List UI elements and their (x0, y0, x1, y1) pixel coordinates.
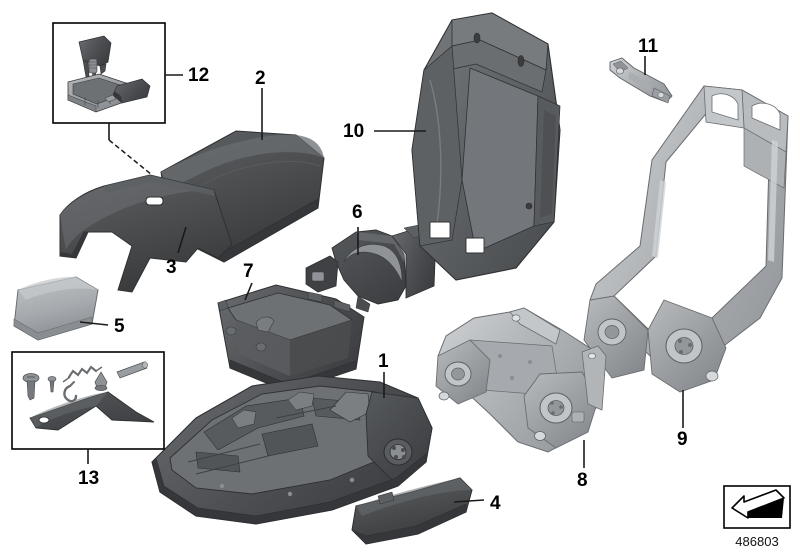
leader-line-5 (79, 321, 109, 326)
spring-part (62, 365, 103, 383)
callout-number-13: 13 (78, 468, 99, 489)
diagram-id-label: 486803 (735, 534, 778, 549)
bent-plate (29, 391, 155, 431)
part-11-latch-linkage-bracket: 11 (609, 36, 673, 104)
part-5-end-cap: 5 (13, 276, 125, 341)
screw-fastener (22, 373, 40, 401)
bracket-pivot-hub (523, 371, 599, 449)
callout-number-9: 9 (677, 429, 688, 450)
callout-number-1: 1 (378, 351, 389, 372)
frame-pivot-hub-right (647, 299, 727, 393)
pin-fastener (47, 376, 57, 393)
callout-number-4: 4 (490, 493, 501, 514)
part-3-armrest-cover-saddle: 3 (59, 174, 233, 293)
leader-line-4 (453, 499, 485, 503)
part-9-seat-back-frame: 9 (583, 85, 789, 450)
part-7-storage-tray: 7 (217, 261, 365, 393)
diagram-footer: 486803 (723, 485, 791, 549)
direction-arrow-icon (731, 489, 785, 519)
rod-part (116, 361, 148, 379)
callout-number-11: 11 (638, 36, 659, 57)
part-1-center-console-base: 1 (151, 351, 433, 525)
leader-line-7 (244, 282, 253, 301)
detail-box-12 (52, 22, 166, 124)
callout-number-2: 2 (255, 68, 266, 89)
callout-number-3: 3 (166, 257, 177, 278)
part-8-mounting-bracket-left: 8 (435, 307, 607, 491)
cone-bushing (94, 371, 108, 391)
part-6-curved-trim-bracket: 6 (305, 202, 437, 313)
callout-number-10: 10 (343, 121, 364, 142)
callout-number-6: 6 (352, 202, 363, 223)
part-4-side-trim-panel: 4 (351, 477, 501, 545)
leader-line-12-dashed (108, 139, 153, 176)
callout-number-7: 7 (243, 261, 254, 282)
part-13-fastener-kit: 13 (11, 351, 165, 489)
insert-slot (145, 196, 164, 206)
leader-line-3 (177, 226, 187, 254)
callout-number-8: 8 (577, 470, 588, 491)
callout-number-12: 12 (188, 65, 209, 86)
cover-plate-and-pin (104, 78, 151, 104)
retaining-clip (63, 381, 78, 403)
insert-divider-clip (78, 35, 112, 81)
part-10-seat-back-panel: 10 (343, 12, 561, 281)
callout-number-5: 5 (114, 316, 125, 337)
